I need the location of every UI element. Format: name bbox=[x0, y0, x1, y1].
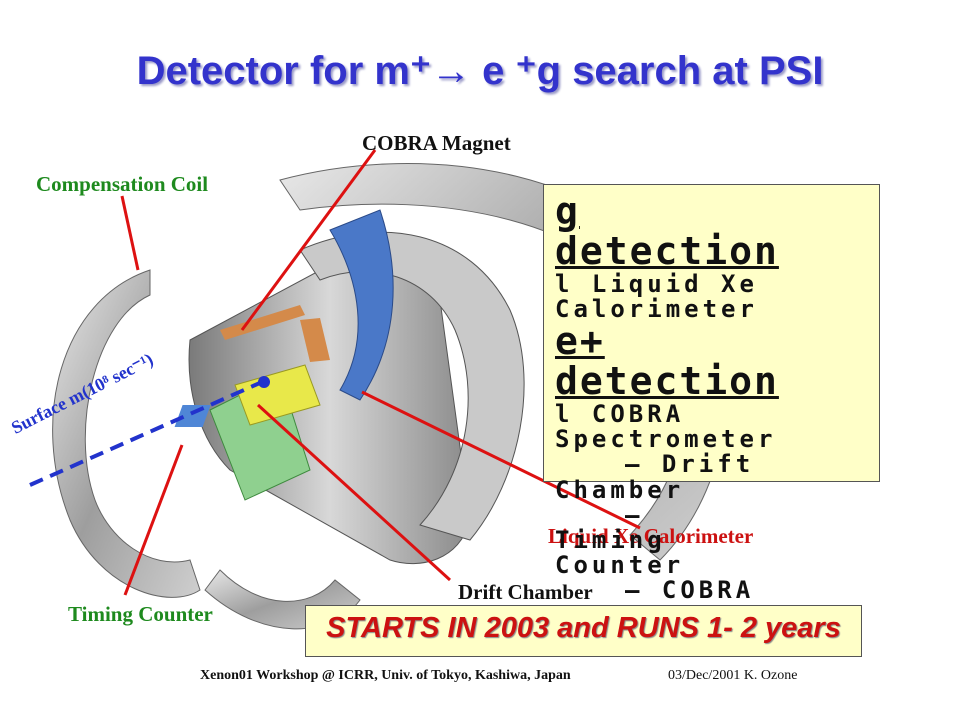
pointer-liquid-xe bbox=[361, 390, 641, 530]
info-line: detection bbox=[555, 359, 779, 404]
pointer-cobra-magnet bbox=[240, 149, 377, 331]
info-box-text: g detection l Liquid Xe Calorimeter e+ d… bbox=[555, 189, 875, 605]
label-liquid-xe-calorimeter: Liquid Xe Calorimeter bbox=[548, 524, 754, 548]
info-line: Chamber bbox=[555, 475, 685, 504]
info-line: g bbox=[555, 189, 580, 233]
label-drift-chamber: Drift Chamber bbox=[458, 580, 593, 604]
label-cobra-magnet: COBRA Magnet bbox=[362, 131, 511, 155]
pointer-compensation-coil bbox=[120, 195, 140, 271]
pointer-timing-counter bbox=[123, 444, 184, 596]
info-line: Calorimeter bbox=[555, 294, 758, 323]
info-line: — COBRA bbox=[625, 576, 755, 605]
info-line: Timing bbox=[555, 525, 666, 554]
info-line: — bbox=[625, 500, 644, 529]
info-line: e+ bbox=[555, 319, 605, 364]
pointer-drift-chamber bbox=[256, 403, 452, 582]
schedule-banner: STARTS IN 2003 and RUNS 1- 2 years bbox=[326, 612, 841, 644]
liquid-xe-calorimeter bbox=[329, 209, 394, 401]
magnet-coil-strip-2 bbox=[300, 318, 330, 362]
target-point bbox=[258, 376, 270, 388]
info-line: l Liquid Xe bbox=[555, 269, 758, 298]
page-title: Detector for m⁺→ e ⁺g search at PSI bbox=[136, 49, 824, 93]
info-box-background bbox=[543, 184, 880, 482]
magnet-coil-strip bbox=[220, 305, 305, 340]
drift-chamber bbox=[234, 364, 321, 426]
info-line: Spectrometer bbox=[555, 425, 777, 454]
label-timing-counter: Timing Counter bbox=[68, 602, 213, 626]
info-line: — Drift bbox=[625, 450, 755, 479]
info-line: l COBRA bbox=[555, 399, 685, 428]
label-compensation-coil: Compensation Coil bbox=[36, 172, 209, 196]
info-line: Counter bbox=[555, 551, 685, 580]
muon-beam-line bbox=[29, 380, 263, 487]
footer-date-author: 03/Dec/2001 K. Ozone bbox=[668, 668, 798, 683]
compensation-coil-left bbox=[52, 269, 201, 598]
magnet-front-face bbox=[299, 231, 525, 541]
info-line: detection bbox=[555, 228, 779, 273]
banner-background bbox=[305, 605, 862, 657]
footer-workshop: Xenon01 Workshop @ ICRR, Univ. of Tokyo,… bbox=[200, 668, 571, 683]
